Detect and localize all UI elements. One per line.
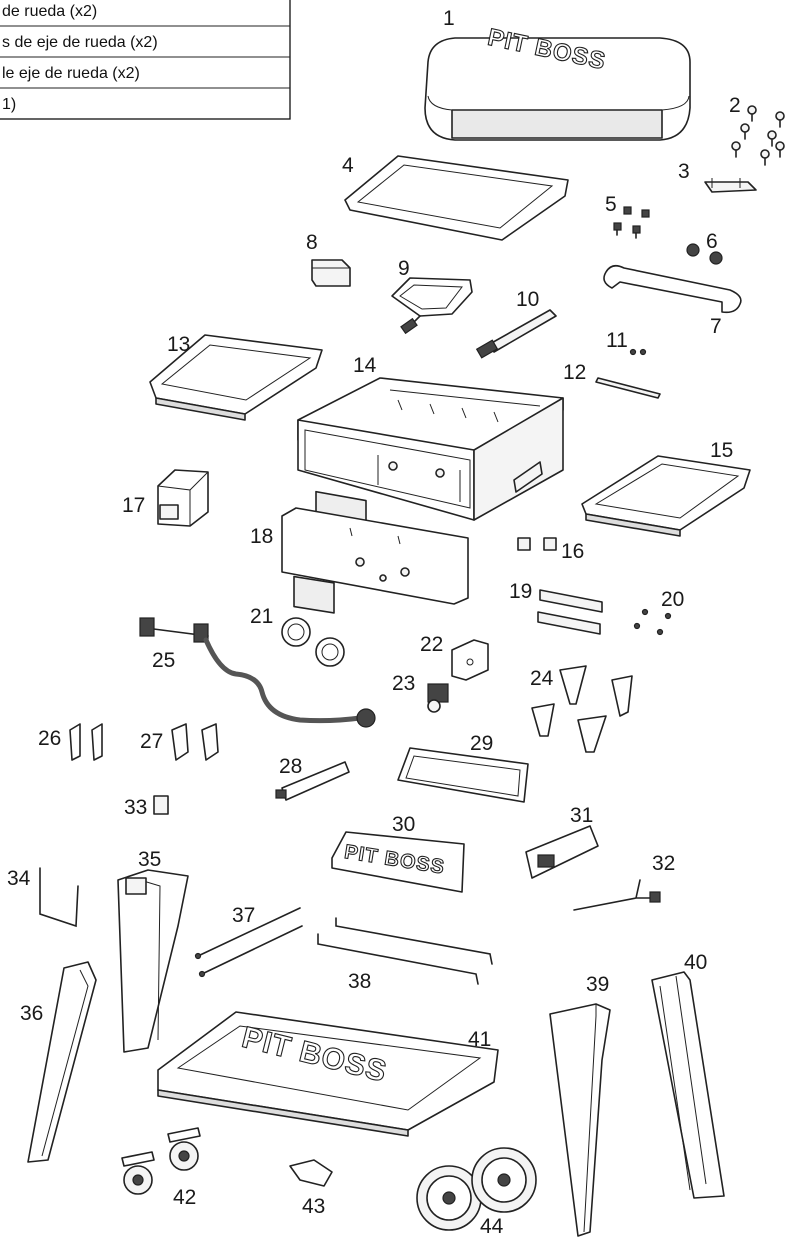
part-21-knobs	[281, 617, 345, 667]
part-13-left-shelf	[149, 334, 323, 421]
part-20-screws	[633, 608, 672, 636]
label-32: 32	[652, 852, 675, 875]
label-20: 20	[661, 588, 684, 611]
part-number-labels: 1 2 3 4 5 6 7 8 9 10 11 12 13 14 15 16 1…	[7, 7, 741, 1238]
legend-row-3: le eje de rueda (x2)	[2, 65, 140, 82]
part-41-bottom-shelf: PIT BOSS	[157, 1011, 499, 1137]
label-30: 30	[392, 813, 415, 836]
legend-row-1: de rueda (x2)	[2, 3, 97, 20]
label-31: 31	[570, 804, 593, 827]
part-18-control-panel	[281, 507, 469, 614]
label-9: 9	[398, 257, 410, 280]
part-15-right-shelf	[581, 455, 751, 537]
label-14: 14	[353, 354, 377, 377]
part-24-brackets	[531, 665, 633, 753]
part-35-leg	[117, 869, 189, 1053]
label-19: 19	[509, 580, 532, 603]
label-24: 24	[530, 667, 554, 690]
part-36-leg	[27, 961, 97, 1163]
label-38: 38	[348, 970, 371, 993]
part-1-lid: PIT BOSS	[424, 23, 691, 141]
label-41: 41	[468, 1028, 491, 1051]
label-34: 34	[7, 867, 31, 890]
part-34-hook	[39, 867, 79, 928]
legend-row-4: 1)	[2, 96, 16, 113]
legend-row-2: s de eje de rueda (x2)	[2, 34, 158, 51]
part-28-bracket	[275, 761, 350, 801]
label-40: 40	[684, 951, 707, 974]
part-32-wire	[573, 879, 661, 911]
part-31-box	[525, 825, 599, 879]
label-28: 28	[279, 755, 302, 778]
part-7-handle	[603, 264, 742, 314]
label-39: 39	[586, 973, 609, 996]
part-6-washers	[686, 243, 723, 265]
part-4-tray	[344, 155, 569, 241]
label-1: 1	[443, 7, 455, 30]
part-43-bracket	[289, 1159, 333, 1187]
part-27-hooks	[171, 723, 219, 761]
label-15: 15	[710, 439, 733, 462]
part-11-screws	[629, 348, 647, 356]
label-7: 7	[710, 315, 722, 338]
part-29-frame	[397, 747, 529, 803]
label-23: 23	[392, 672, 415, 695]
part-44-wheels	[416, 1147, 537, 1231]
label-8: 8	[306, 231, 318, 254]
part-19-rails	[537, 589, 603, 635]
part-38-rods	[317, 917, 493, 985]
label-33: 33	[124, 796, 147, 819]
label-35: 35	[138, 848, 161, 871]
part-12-rod	[595, 377, 661, 399]
part-30-badge-plate: PIT BOSS	[331, 831, 465, 893]
part-23-igniter	[427, 683, 449, 713]
label-10: 10	[516, 288, 539, 311]
label-5: 5	[605, 193, 617, 216]
label-29: 29	[470, 732, 493, 755]
part-2-screws	[731, 105, 785, 166]
part-5-nuts	[613, 206, 650, 239]
label-21: 21	[250, 605, 273, 628]
label-42: 42	[173, 1186, 196, 1209]
part-10-tube	[475, 309, 557, 359]
label-16: 16	[561, 540, 584, 563]
label-13: 13	[167, 333, 190, 356]
label-37: 37	[232, 904, 255, 927]
label-2: 2	[729, 94, 741, 117]
part-9-burner	[391, 277, 473, 335]
label-43: 43	[302, 1195, 325, 1218]
label-26: 26	[38, 727, 61, 750]
part-8-block	[311, 259, 351, 287]
part-26-hooks	[69, 723, 103, 761]
part-33-clip	[153, 795, 169, 815]
parts-legend-table: de rueda (x2) s de eje de rueda (x2) le …	[0, 0, 291, 120]
label-12: 12	[563, 361, 586, 384]
part-42-casters	[121, 1127, 201, 1195]
part-37-rods	[194, 907, 303, 978]
label-44: 44	[480, 1215, 504, 1238]
part-17-housing	[157, 469, 209, 527]
part-22-cube	[451, 639, 489, 681]
label-6: 6	[706, 230, 718, 253]
part-3-bracket	[704, 178, 757, 193]
part-40-leg	[651, 971, 725, 1199]
label-3: 3	[678, 160, 690, 183]
label-18: 18	[250, 525, 273, 548]
label-36: 36	[20, 1002, 43, 1025]
label-11: 11	[606, 329, 628, 352]
label-17: 17	[122, 494, 145, 517]
label-27: 27	[140, 730, 163, 753]
label-25: 25	[152, 649, 175, 672]
part-25-gas-hose	[139, 617, 376, 728]
part-39-leg	[549, 1003, 611, 1237]
label-22: 22	[420, 633, 443, 656]
label-4: 4	[342, 154, 354, 177]
part-16-clips	[517, 537, 557, 551]
part-14-body	[297, 377, 564, 528]
